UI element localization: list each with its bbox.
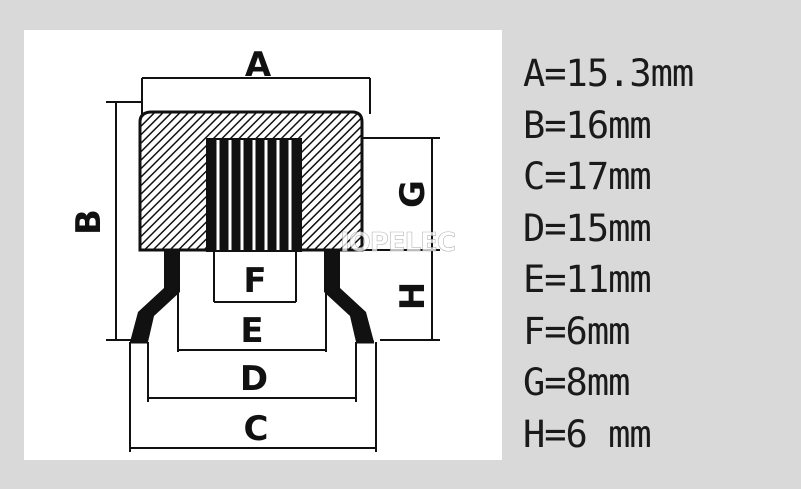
knob-drawing-panel: A B G H F E D C: [24, 30, 502, 460]
label-e: E: [240, 311, 263, 351]
dimension-f-value: F=6mm: [523, 309, 630, 353]
dimension-a-value: A=15.3mm: [523, 52, 694, 95]
knob-cross-section-drawing: A B G H F E D C: [69, 45, 440, 452]
knob-skirt-left: [130, 250, 180, 342]
label-d: D: [240, 359, 268, 399]
label-b: B: [69, 209, 109, 235]
dimension-c-value: C=17mm: [523, 155, 652, 198]
knob-skirt-right: [324, 250, 374, 342]
dimension-d: [147, 342, 357, 402]
dimension-b: [106, 101, 142, 341]
dimension-b-value: B=16mm: [523, 103, 652, 147]
label-c: C: [244, 409, 269, 449]
dimension-f: [213, 252, 297, 303]
dimension-g: [362, 137, 440, 250]
label-a: A: [245, 45, 272, 85]
dimension-c: [129, 342, 377, 452]
dimension-list: A=15.3mm B=16mm C=17mm D=15mm E=11mm F=6…: [523, 48, 793, 460]
label-f: F: [243, 261, 266, 301]
label-g: G: [393, 180, 433, 208]
dimension-d-value: D=15mm: [523, 206, 652, 250]
dimension-g-value: G=8mm: [523, 361, 630, 404]
knurled-shaft-hole: [206, 138, 302, 252]
dimension-a: [141, 77, 371, 114]
label-h: H: [393, 282, 433, 310]
dimension-e: [177, 292, 327, 352]
dimension-h-value: H=6 mm: [523, 412, 652, 456]
watermark-text: IOPELEC: [340, 228, 457, 259]
dimension-e-value: E=11mm: [523, 258, 652, 301]
dimension-h: [362, 249, 440, 341]
